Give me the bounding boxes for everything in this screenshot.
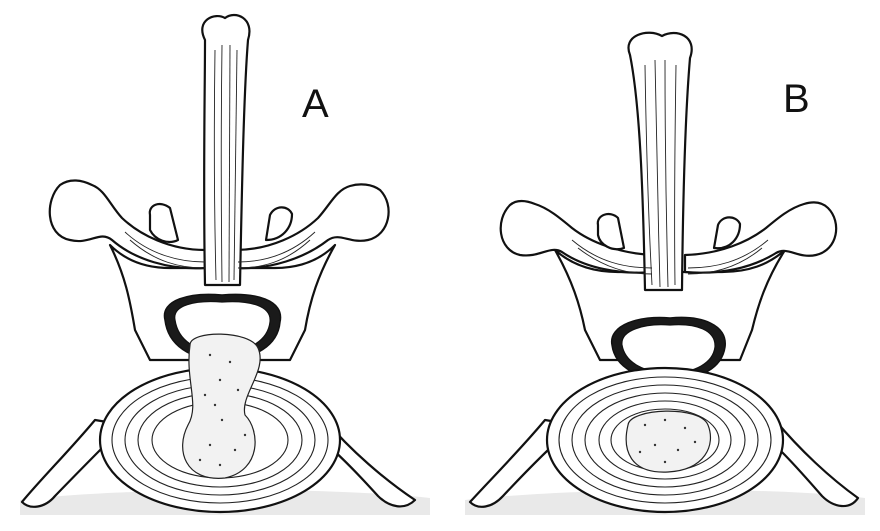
right-transverse-process-b: [685, 202, 836, 272]
panel-label-b: B: [783, 79, 810, 119]
right-articular-process-b: [714, 217, 740, 248]
left-articular-process-a: [150, 204, 178, 242]
left-transverse-process-b: [501, 201, 655, 273]
nucleus-pulposus-b: [626, 411, 710, 472]
spinous-process-b: [629, 33, 692, 290]
left-articular-process-b: [598, 214, 624, 249]
right-articular-process-a: [266, 207, 292, 240]
panel-label-a: A: [302, 84, 329, 124]
spinous-process-a: [202, 15, 249, 285]
left-transverse-process-a: [50, 180, 205, 268]
vertebra-a: [20, 15, 430, 515]
right-transverse-process-a: [235, 184, 389, 268]
